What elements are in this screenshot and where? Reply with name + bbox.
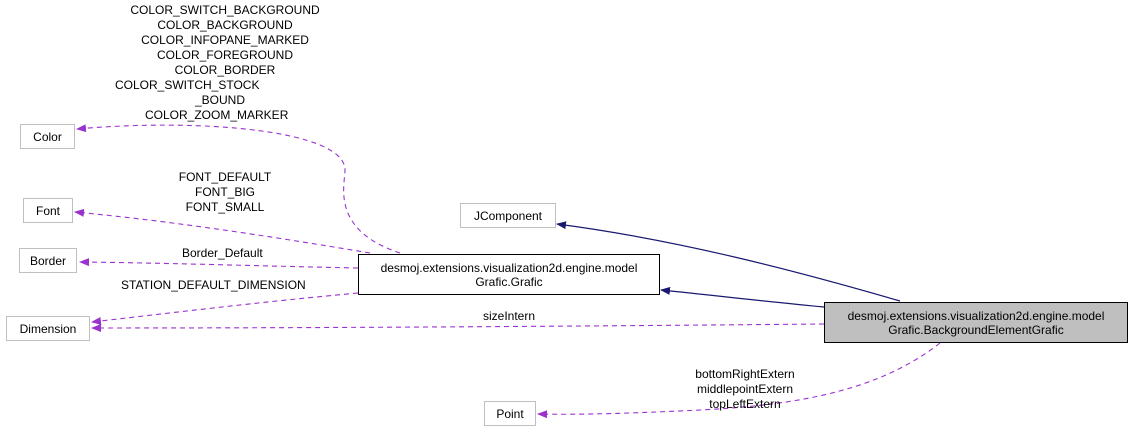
edge-background-to-point: [537, 342, 941, 419]
edge-grafic-to-dimension: [91, 292, 359, 325]
edge-label-color-attributes: COLOR_SWITCH_BACKGROUND COLOR_BACKGROUND…: [115, 3, 320, 122]
node-jcomponent-label: JComponent: [473, 208, 543, 223]
edge-label-font-attributes: FONT_DEFAULT FONT_BIG FONT_SMALL: [178, 170, 272, 214]
node-dimension[interactable]: Dimension: [6, 316, 90, 341]
edge-label-point-attributes: bottomRightExtern middlepointExtern topL…: [695, 367, 795, 411]
node-dimension-label: Dimension: [19, 321, 77, 336]
edge-background-to-grafic: [660, 286, 825, 308]
node-point[interactable]: Point: [484, 401, 536, 426]
node-grafic-package: desmoj.extensions.visualization2d.engine…: [380, 260, 638, 275]
edge-grafic-to-font: [74, 208, 371, 254]
edge-label-size-intern: sizeIntern: [483, 309, 536, 323]
node-jcomponent[interactable]: JComponent: [460, 203, 556, 228]
node-grafic[interactable]: desmoj.extensions.visualization2d.engine…: [358, 254, 660, 295]
node-background-element-grafic[interactable]: desmoj.extensions.visualization2d.engine…: [824, 302, 1128, 343]
edge-background-to-jcomponent: [556, 221, 901, 302]
node-font-label: Font: [35, 203, 60, 218]
edge-label-station-default-dimension: STATION_DEFAULT_DIMENSION: [121, 278, 306, 292]
node-border-label: Border: [29, 253, 67, 268]
edge-label-border-default: Border_Default: [182, 246, 263, 260]
node-background-element-class: Grafic.BackgroundElementGrafic: [888, 322, 1064, 337]
edge-grafic-to-border: [79, 258, 359, 269]
node-color[interactable]: Color: [20, 124, 75, 149]
node-grafic-class: Grafic.Grafic: [475, 274, 543, 289]
node-point-label: Point: [496, 406, 524, 421]
node-border[interactable]: Border: [19, 248, 77, 273]
node-color-label: Color: [33, 129, 62, 144]
edge-background-to-dimension: [91, 323, 825, 332]
node-background-element-package: desmoj.extensions.visualization2d.engine…: [847, 308, 1105, 323]
node-font[interactable]: Font: [23, 198, 73, 223]
